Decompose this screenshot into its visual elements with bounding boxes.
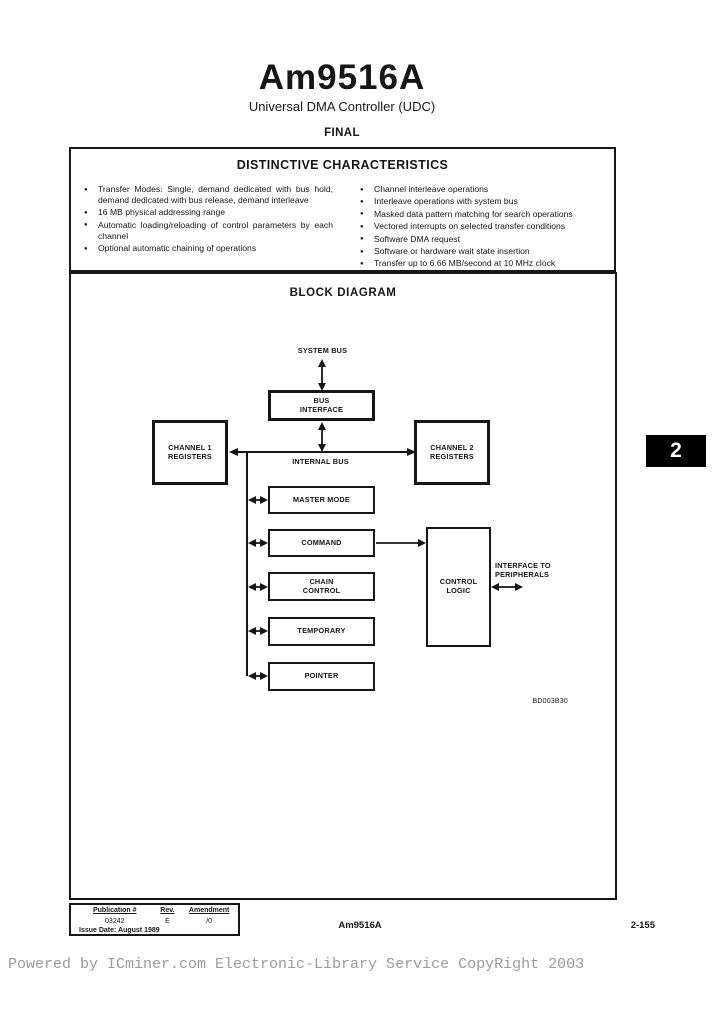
list-item-text: Channel interleave operations: [374, 184, 489, 194]
amendment-header: Amendment: [188, 907, 230, 914]
bullet-icon: ●: [84, 209, 88, 216]
block-chain-control: CHAIN CONTROL: [268, 572, 375, 601]
list-item-text: Interleave operations with system bus: [374, 196, 518, 207]
amendment-value: /0: [206, 917, 213, 925]
block-control-logic: CONTROL LOGIC: [426, 527, 491, 647]
list-item: ● Transfer Modes: Single, demand dedicat…: [84, 184, 333, 207]
block-temporary: TEMPORARY: [268, 617, 375, 646]
bullet-icon: ●: [360, 260, 364, 267]
interface-to-peripherals-label: INTERFACE TO PERIPHERALS: [495, 561, 567, 579]
block-label-line: TEMPORARY: [297, 626, 346, 636]
page-subtitle: Universal DMA Controller (UDC): [248, 99, 436, 114]
list-item-text: Masked data pattern matching for search …: [374, 208, 573, 219]
block-label-line: BUS: [313, 395, 330, 405]
list-item: ● Interleave operations with system bus: [360, 196, 614, 208]
block-label-line: COMMAND: [301, 537, 342, 547]
list-item: ● Transfer up to 6.66 MB/second at 10 MH…: [360, 258, 614, 270]
list-item: ● Optional automatic chaining of operati…: [84, 243, 333, 255]
block-label-line: CONTROL: [302, 585, 341, 595]
list-item-text: Vectored interrupts on selected transfer…: [374, 221, 566, 232]
internal-bus-label: INTERNAL BUS: [292, 457, 349, 466]
footer-part-number: Am9516A: [338, 920, 382, 931]
page-title: Am9516A: [258, 58, 426, 97]
bullet-icon: ●: [84, 245, 88, 252]
list-item-text: Transfer Modes: Single, demand dedicated…: [98, 184, 333, 206]
label-line: PERIPHERALS: [495, 570, 550, 579]
block-label-line: POINTER: [304, 671, 339, 681]
publication-values: 03242 E /0: [71, 916, 238, 927]
characteristics-left-list: ● Transfer Modes: Single, demand dedicat…: [84, 184, 333, 255]
characteristics-box: DISTINCTIVE CHARACTERISTICS ● Transfer M…: [69, 147, 616, 272]
list-item-text: Transfer up to 6.66 MB/second at 10 MHz …: [374, 258, 556, 269]
block-label-line: INTERFACE: [299, 404, 344, 414]
bullet-icon: ●: [84, 186, 88, 193]
list-item-text: Software or hardware wait state insertio…: [374, 246, 530, 257]
list-item-text: Software DMA request: [374, 233, 460, 244]
list-item: ● Channel interleave operations: [360, 184, 614, 196]
block-pointer: POINTER: [268, 662, 375, 691]
block-label-line: CONTROL: [439, 577, 478, 587]
block-master-mode: MASTER MODE: [268, 486, 375, 514]
list-item: ● Automatic loading/reloading of control…: [84, 220, 333, 243]
block-label-line: LOGIC: [446, 586, 471, 595]
list-item: ● Masked data pattern matching for searc…: [360, 209, 614, 221]
publication-box: Publication # Rev. Amendment 03242 E /0 …: [69, 903, 240, 936]
publication-number-value: 03242: [105, 917, 125, 925]
list-item: ● Software or hardware wait state insert…: [360, 246, 614, 258]
revision-value: E: [165, 917, 170, 925]
block-diagram-heading: BLOCK DIAGRAM: [289, 287, 397, 299]
list-item-text: Automatic loading/reloading of control p…: [98, 219, 333, 242]
bullet-icon: ●: [84, 222, 88, 229]
label-line: INTERFACE TO: [495, 561, 551, 570]
block-label-line: REGISTERS: [168, 451, 212, 461]
list-item: ● Software DMA request: [360, 234, 614, 246]
block-label-line: MASTER MODE: [293, 494, 350, 504]
block-label-line: CHANNEL 1: [168, 442, 212, 452]
list-item-text: 16 MB physical addressing range: [98, 207, 226, 218]
block-bus-interface: BUS INTERFACE: [268, 390, 375, 421]
section-tab: 2: [646, 435, 706, 467]
block-label-line: CHAIN: [309, 576, 334, 586]
final-status-label: FINAL: [324, 127, 360, 139]
block-label-line: REGISTERS: [430, 451, 474, 461]
revision-header: Rev.: [160, 907, 175, 914]
list-item: ● 16 MB physical addressing range: [84, 207, 333, 219]
block-label-line: CHANNEL 2: [430, 442, 474, 452]
bullet-icon: ●: [360, 236, 364, 243]
block-diagram-box: BLOCK DIAGRAM: [69, 272, 617, 900]
issue-date: Issue Date: August 1989: [79, 927, 160, 934]
publication-headers: Publication # Rev. Amendment: [71, 905, 238, 916]
publication-number-header: Publication #: [92, 907, 137, 914]
bullet-icon: ●: [360, 248, 364, 255]
footer-page-number: 2-155: [630, 920, 655, 931]
block-channel1-registers: CHANNEL 1 REGISTERS: [152, 420, 228, 485]
characteristics-heading: DISTINCTIVE CHARACTERISTICS: [236, 158, 449, 172]
bullet-icon: ●: [360, 198, 364, 205]
characteristics-right-list: ● Channel interleave operations ● Interl…: [360, 184, 614, 271]
bullet-icon: ●: [360, 186, 364, 193]
figure-code: BD003B30: [532, 698, 568, 705]
bullet-icon: ●: [360, 211, 364, 218]
block-command: COMMAND: [268, 529, 375, 557]
bullet-icon: ●: [360, 223, 364, 230]
watermark-text: Powered by ICminer.com Electronic-Librar…: [8, 956, 585, 973]
list-item: ● Vectored interrupts on selected transf…: [360, 221, 614, 233]
block-channel2-registers: CHANNEL 2 REGISTERS: [414, 420, 490, 485]
list-item-text: Optional automatic chaining of operation…: [98, 243, 257, 254]
system-bus-label: SYSTEM BUS: [297, 346, 348, 355]
